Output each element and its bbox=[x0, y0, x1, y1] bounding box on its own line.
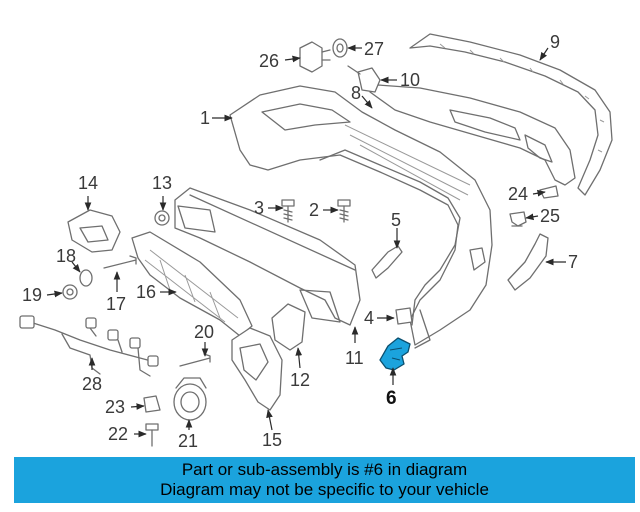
part-25-clip bbox=[509, 211, 527, 227]
callout-19: 19 bbox=[22, 285, 42, 305]
callout-20: 20 bbox=[194, 322, 214, 342]
callout-15: 15 bbox=[262, 430, 282, 450]
callout-2: 2 bbox=[309, 200, 319, 220]
callout-21: 21 bbox=[178, 431, 198, 451]
callout-22: 22 bbox=[108, 424, 128, 444]
callout-14: 14 bbox=[78, 173, 98, 193]
part-1-bumper-cover bbox=[229, 85, 493, 349]
part-27-grommet bbox=[332, 38, 348, 58]
callout-18: 18 bbox=[56, 246, 76, 266]
parts-diagram: 1 2 3 4 5 6 7 8 9 10 11 12 13 14 15 16 1… bbox=[19, 32, 613, 451]
callout-13: 13 bbox=[152, 173, 172, 193]
callout-6: 6 bbox=[386, 388, 397, 409]
part-19-grommet bbox=[62, 284, 78, 300]
callout-12: 12 bbox=[290, 370, 310, 390]
callout-10: 10 bbox=[400, 70, 420, 90]
callout-8: 8 bbox=[351, 83, 361, 103]
part-6-highlighted-bracket bbox=[379, 337, 411, 371]
callout-5: 5 bbox=[391, 210, 401, 230]
part-23-clip bbox=[143, 395, 161, 413]
callout-25: 25 bbox=[540, 206, 560, 226]
part-12-plate bbox=[271, 303, 306, 351]
part-13-nut bbox=[154, 210, 170, 226]
part-8-diffuser-panel bbox=[369, 84, 576, 186]
part-15-housing bbox=[231, 327, 283, 411]
callout-27: 27 bbox=[364, 39, 384, 59]
callout-7: 7 bbox=[568, 252, 578, 272]
banner-line-1: Part or sub-assembly is #6 in diagram bbox=[181, 460, 468, 479]
callout-labels: 1 2 3 4 5 6 7 8 9 10 11 12 13 14 15 16 1… bbox=[22, 32, 578, 451]
part-3-screw bbox=[281, 199, 295, 223]
callout-16: 16 bbox=[136, 282, 156, 302]
callout-23: 23 bbox=[105, 397, 125, 417]
part-10-clip bbox=[347, 65, 381, 93]
part-21-sensor-holder bbox=[173, 377, 207, 421]
part-22-screw bbox=[145, 423, 159, 447]
callout-17: 17 bbox=[106, 294, 126, 314]
callout-1: 1 bbox=[200, 108, 210, 128]
leader-lines bbox=[46, 44, 566, 438]
part-14-bracket bbox=[67, 209, 121, 253]
part-5-bracket bbox=[371, 245, 403, 279]
part-11-reinforcement bbox=[174, 187, 361, 326]
banner-line-2: Diagram may not be specific to your vehi… bbox=[160, 480, 489, 499]
part-7-side-trim bbox=[507, 233, 549, 291]
callout-4: 4 bbox=[364, 308, 374, 328]
callout-3: 3 bbox=[254, 198, 264, 218]
part-26-bracket bbox=[299, 41, 331, 73]
part-28-wiring-harness bbox=[19, 315, 159, 377]
part-17-bolt bbox=[103, 255, 137, 269]
part-2-screw bbox=[337, 199, 351, 223]
callout-11: 11 bbox=[345, 348, 364, 368]
callout-9: 9 bbox=[550, 32, 560, 52]
callout-28: 28 bbox=[82, 374, 102, 394]
part-9-trim-strip bbox=[409, 33, 613, 196]
part-16-mounting-bracket bbox=[131, 231, 253, 337]
part-18-washer bbox=[79, 269, 93, 287]
part-4-clip bbox=[395, 307, 413, 325]
info-banner: Part or sub-assembly is #6 in diagram Di… bbox=[14, 457, 635, 503]
callout-26: 26 bbox=[259, 51, 279, 71]
callout-24: 24 bbox=[508, 184, 528, 204]
